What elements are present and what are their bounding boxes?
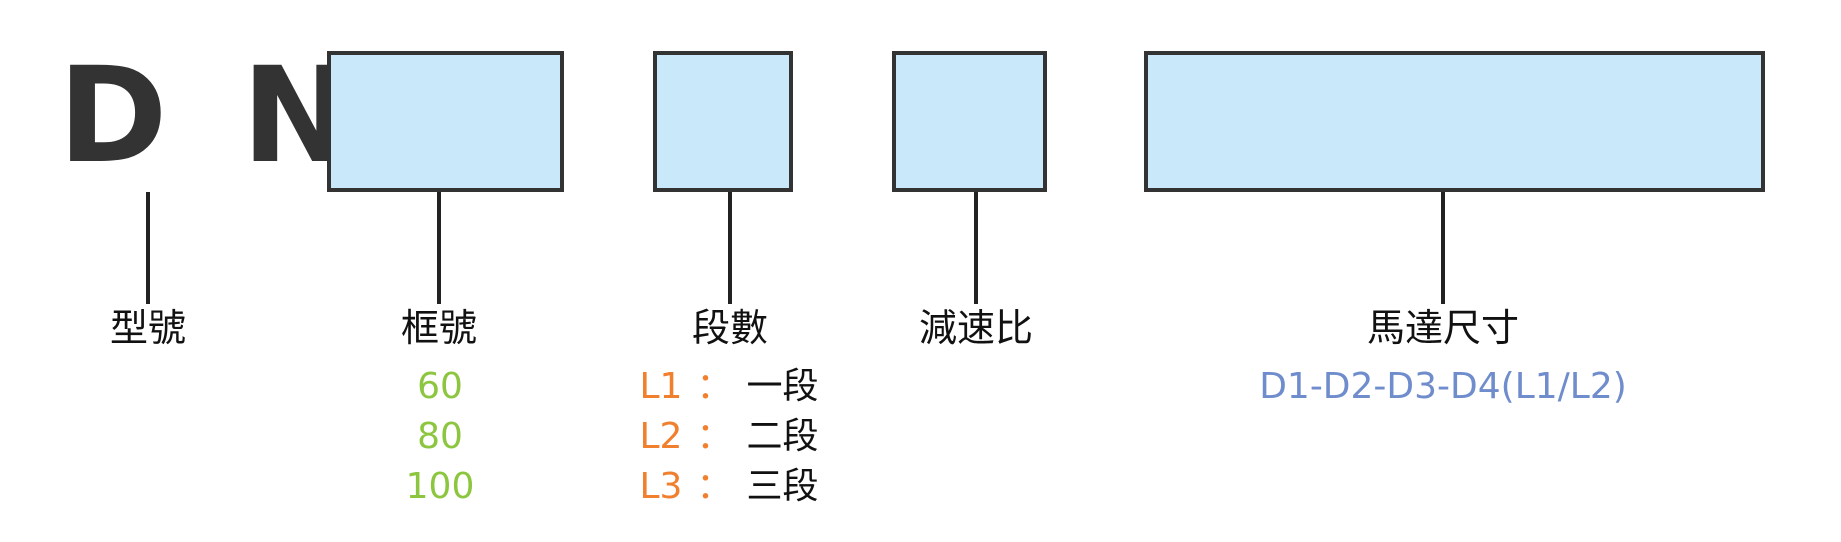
stage-option: L2 ： 二段 — [640, 412, 819, 462]
motor-connector-line — [1441, 192, 1445, 304]
frame-options: 60 80 100 — [406, 362, 475, 512]
ratio-label: 減速比 — [918, 306, 1034, 350]
stage-option-separator: ： — [696, 416, 733, 457]
motor-code-box — [1144, 51, 1765, 192]
ratio-code-box — [892, 51, 1047, 192]
stage-option-desc: 三段 — [746, 466, 819, 507]
motor-option: D1-D2-D3-D4(L1/L2) — [1259, 366, 1627, 407]
stage-label: 段數 — [691, 306, 769, 350]
frame-code-box — [327, 51, 564, 192]
model-label: 型號 — [109, 306, 187, 350]
motor-options: D1-D2-D3-D4(L1/L2) — [1259, 362, 1627, 412]
ratio-connector-line — [974, 192, 978, 304]
frame-label: 框號 — [400, 306, 478, 350]
stage-option-code: L2 — [639, 416, 683, 457]
stage-option-desc: 二段 — [746, 416, 819, 457]
stage-options: L1 ： 一段 L2 ： 二段 L3 ： 三段 — [640, 362, 819, 512]
stage-option-separator: ： — [696, 466, 733, 507]
frame-option: 100 — [405, 466, 475, 507]
stage-option-code: L3 — [639, 466, 683, 507]
stage-option: L1 ： 一段 — [640, 362, 819, 412]
model-connector-line — [146, 192, 150, 304]
stage-option-code: L1 — [639, 366, 683, 407]
model-prefix: D N — [58, 39, 366, 193]
frame-option: 60 — [417, 366, 463, 407]
stage-option-desc: 一段 — [746, 366, 819, 407]
stage-code-box — [653, 51, 793, 192]
stage-connector-line — [728, 192, 732, 304]
stage-option: L3 ： 三段 — [640, 462, 819, 512]
frame-option: 80 — [417, 416, 463, 457]
motor-label: 馬達尺寸 — [1366, 306, 1520, 350]
stage-option-separator: ： — [696, 366, 733, 407]
frame-connector-line — [437, 192, 441, 304]
